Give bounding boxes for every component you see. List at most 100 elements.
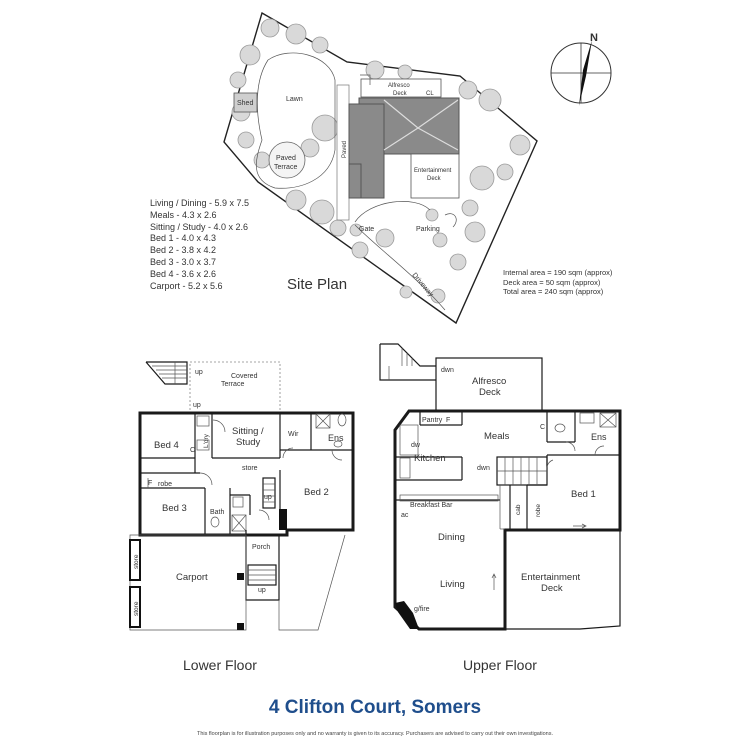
lower-hall-stair	[262, 477, 276, 509]
covered-terrace-label-1: Covered	[231, 373, 258, 380]
breakfast-bar-label: Breakfast Bar	[410, 502, 453, 509]
driveway-edge	[354, 201, 446, 311]
site-plan: Shed Lawn Paved Terrace Paved Alfresco D…	[223, 11, 612, 325]
room-size-list: Living / Dining - 5.9 x 7.5 Meals - 4.3 …	[150, 198, 249, 292]
lower-external-stair	[145, 361, 188, 385]
paved-terrace-label-2: Terrace	[274, 164, 297, 171]
bed2-label: Bed 2	[304, 487, 329, 498]
paved-terrace	[268, 141, 306, 179]
pantry-label: Pantry	[422, 417, 443, 424]
upper-external-stair	[379, 343, 436, 381]
kitchen-label: Kitchen	[414, 453, 446, 464]
living-label: Living	[440, 579, 465, 590]
alfresco-label-2: Deck	[393, 91, 408, 97]
store-top-label: store	[133, 554, 140, 569]
site-alfresco	[360, 78, 442, 98]
room-size-item: Living / Dining - 5.9 x 7.5	[150, 198, 250, 208]
bath-label: Bath	[210, 509, 225, 516]
bed4-label: Bed 4	[154, 440, 179, 451]
breakfast-bar	[399, 494, 499, 502]
lower-ens-label: Ens	[328, 433, 344, 443]
paved-terrace-label-1: Paved	[276, 155, 296, 162]
upper-alfresco-label-1: Alfresco	[472, 376, 506, 387]
bed3-label: Bed 3	[162, 503, 187, 514]
entertainment-deck-label-2: Deck	[541, 583, 563, 594]
lower-hall-up-label: up	[264, 494, 272, 501]
room-size-item: Meals - 4.3 x 2.6	[150, 209, 217, 220]
bed1-label: Bed 1	[571, 489, 596, 500]
lower-chimney	[279, 509, 287, 530]
dining-label: Dining	[438, 532, 465, 543]
disclaimer-text: This floorplan is for illustration purpo…	[196, 731, 554, 737]
upper-ens-label: Ens	[591, 432, 607, 442]
entertainment-deck-site-label-1: Entertainment	[414, 168, 452, 174]
gas-fire-label: g/fire	[414, 606, 430, 613]
lower-floor-plan: up Covered Terrace up Bed 4 L'dry Sittin…	[129, 361, 355, 631]
upper-internal-stair	[496, 456, 548, 486]
sitting-label-1: Sitting /	[232, 426, 264, 437]
lower-store-label: store	[242, 465, 258, 472]
upper-ens-shower	[599, 412, 617, 428]
lower-c-label: C	[190, 447, 195, 454]
paved-label: Paved	[342, 141, 348, 158]
lower-robe-label: robe	[158, 481, 172, 488]
store-bottom-label: store	[133, 601, 140, 616]
room-size-item: Carport - 5.2 x 5.6	[150, 280, 223, 291]
upper-dwn-stairs-label: dwn	[477, 465, 490, 472]
entertainment-deck-site-label-2: Deck	[427, 176, 442, 182]
area-item: Total area = 240 sqm (approx)	[503, 287, 604, 296]
lower-internal-walls	[140, 413, 353, 535]
covered-terrace-label-2: Terrace	[221, 381, 244, 388]
store-top	[129, 539, 141, 581]
meals-label: Meals	[484, 431, 510, 442]
dishwasher-label: dw	[411, 442, 421, 449]
parking-label: Parking	[416, 226, 440, 233]
wir-label: Wir	[288, 431, 299, 438]
site-plan-title: Site Plan	[287, 276, 348, 293]
room-size-item: Bed 1 - 4.0 x 4.3	[150, 233, 217, 244]
upper-floor-title: Upper Floor	[463, 657, 537, 673]
room-size-item: Bed 2 - 3.8 x 4.2	[150, 245, 217, 256]
area-item: Internal area = 190 sqm (approx)	[503, 268, 613, 277]
site-entertainment-deck	[410, 153, 460, 199]
ac-label: ac	[401, 512, 409, 519]
upper-f-label: F	[446, 417, 450, 424]
area-item: Deck area = 50 sqm (approx)	[503, 277, 601, 287]
upper-internal-walls	[395, 411, 620, 530]
shed-label: Shed	[237, 100, 253, 107]
upper-robe-label: robe	[535, 504, 542, 517]
gas-fireplace	[395, 601, 419, 629]
room-size-item: Bed 4 - 3.6 x 2.6	[150, 268, 217, 279]
area-summary: Internal area = 190 sqm (approx) Deck ar…	[503, 268, 612, 297]
room-size-item: Bed 3 - 3.0 x 3.7	[150, 256, 217, 267]
laundry-label: L'dry	[203, 433, 210, 448]
lower-up-door-label: up	[193, 402, 201, 409]
alfresco-label-1: Alfresco	[388, 83, 410, 89]
site-house	[348, 74, 460, 199]
bath-shower	[231, 514, 247, 532]
upper-entertainment-deck	[504, 529, 621, 630]
upper-c-label: C	[540, 424, 545, 431]
lower-f-label: F	[148, 480, 152, 487]
property-address: 4 Clifton Court, Somers	[268, 697, 482, 718]
cab-label: cab	[515, 504, 522, 515]
porch-label: Porch	[252, 544, 270, 551]
porch-steps	[247, 564, 277, 586]
sitting-label-2: Study	[236, 437, 261, 448]
compass	[550, 40, 612, 106]
lawn-label: Lawn	[286, 96, 303, 103]
upper-outer-walls	[393, 409, 622, 631]
upper-dwn-top-label: dwn	[441, 367, 454, 374]
ens-shower	[315, 413, 331, 429]
lower-floor-title: Lower Floor	[183, 657, 257, 673]
entertainment-deck-label-1: Entertainment	[521, 572, 581, 583]
trees	[229, 18, 531, 304]
store-bottom	[129, 586, 141, 628]
upper-floor-plan: dwn Alfresco Deck Pantry F dw Meals Kitc…	[379, 343, 622, 631]
lawn-outline	[255, 52, 336, 189]
room-size-item: Sitting / Study - 4.0 x 2.6	[150, 221, 249, 232]
gate-label: Gate	[359, 226, 374, 233]
upper-alfresco-label-2: Deck	[479, 387, 501, 398]
carport-label: Carport	[176, 572, 208, 583]
